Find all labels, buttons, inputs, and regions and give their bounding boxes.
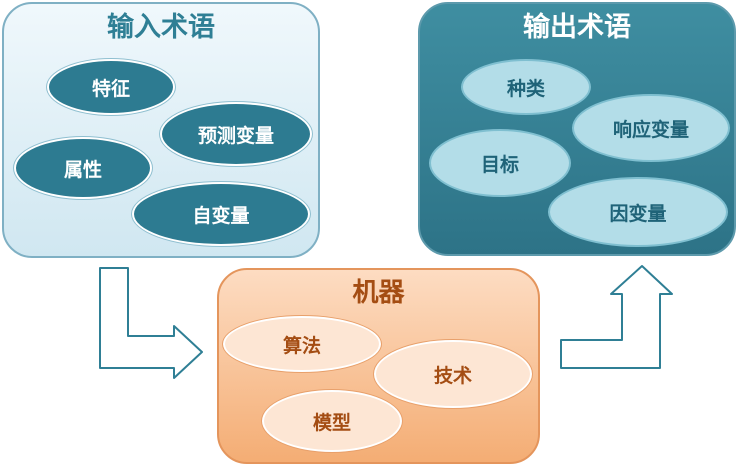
output-terms-panel: 输出术语 种类 响应变量 目标 因变量 xyxy=(418,2,736,256)
machine-title: 机器 xyxy=(352,278,405,308)
output-term-response-variable: 响应变量 xyxy=(572,94,730,162)
machine-item-model: 模型 xyxy=(262,390,402,452)
output-term-target: 目标 xyxy=(429,129,571,197)
output-term-class: 种类 xyxy=(461,59,591,115)
machine-panel: 机器 算法 技术 模型 xyxy=(217,268,540,464)
output-terms-title: 输出术语 xyxy=(523,12,631,43)
input-term-feature: 特征 xyxy=(47,59,175,115)
machine-item-algorithm: 算法 xyxy=(223,316,381,372)
input-terms-title: 输入术语 xyxy=(107,12,215,43)
input-term-attribute: 属性 xyxy=(14,137,152,199)
input-term-independent-variable: 自变量 xyxy=(132,182,310,246)
machine-item-technique: 技术 xyxy=(374,340,532,408)
arrow-input-to-machine xyxy=(99,267,203,379)
input-terms-panel: 输入术语 特征 预测变量 属性 自变量 xyxy=(2,2,320,258)
output-term-dependent-variable: 因变量 xyxy=(548,177,728,247)
input-term-predictor: 预测变量 xyxy=(160,102,312,166)
arrow-machine-to-output xyxy=(560,265,673,369)
